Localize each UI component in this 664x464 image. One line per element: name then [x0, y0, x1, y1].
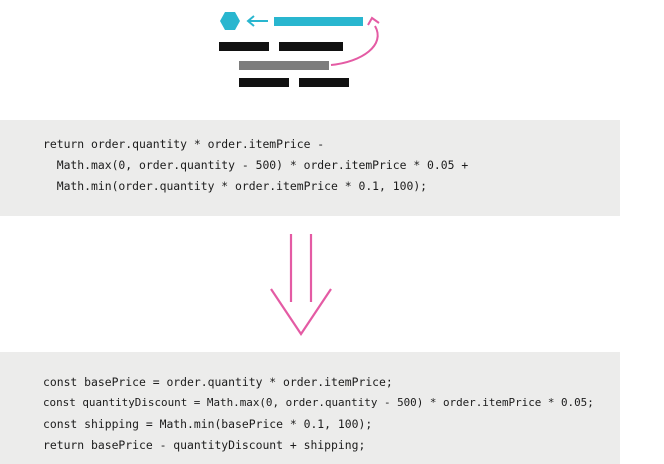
dark-bar	[239, 78, 289, 87]
code-line: Math.max(0, order.quantity - 500) * orde…	[43, 158, 469, 172]
hexagon-icon	[220, 12, 240, 30]
code-line: return order.quantity * order.itemPrice …	[43, 137, 325, 151]
dark-bar	[219, 42, 269, 51]
curved-arrow-icon	[330, 16, 380, 66]
gray-expression-bar	[239, 61, 329, 70]
dark-bar	[299, 78, 349, 87]
dark-bar	[279, 42, 343, 51]
arrow-left-icon	[246, 15, 268, 27]
after-code-panel: const basePrice = order.quantity * order…	[0, 352, 620, 464]
code-line: return basePrice - quantityDiscount + sh…	[43, 438, 366, 452]
highlighted-expression-bar	[274, 17, 363, 26]
double-arrow-down-icon	[270, 234, 332, 336]
code-line: const shipping = Math.min(basePrice * 0.…	[43, 417, 373, 431]
before-code-panel: return order.quantity * order.itemPrice …	[0, 120, 620, 216]
code-line: Math.min(order.quantity * order.itemPric…	[43, 179, 428, 193]
extract-variable-illustration	[219, 12, 380, 87]
code-line: const quantityDiscount = Math.max(0, ord…	[43, 396, 594, 409]
code-line: const basePrice = order.quantity * order…	[43, 375, 393, 389]
